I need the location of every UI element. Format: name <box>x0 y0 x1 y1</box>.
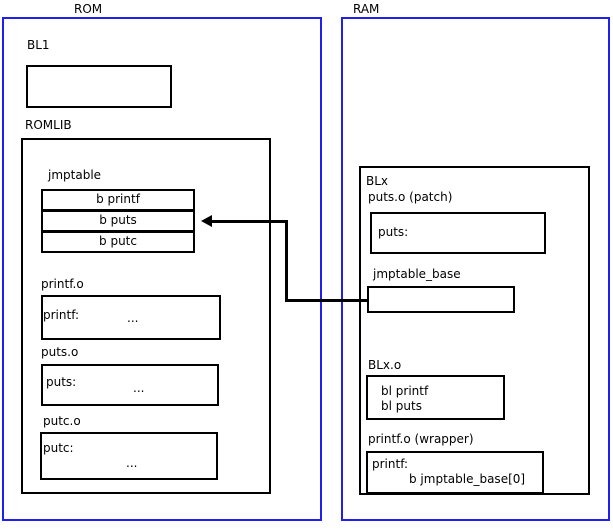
putc-o-label: putc.o <box>43 414 81 428</box>
connector-segment-bottom <box>285 299 367 302</box>
jmptable-entry-printf: b printf <box>41 189 195 211</box>
rom-region <box>2 17 322 521</box>
romlib-label: ROMLIB <box>25 118 72 132</box>
printf-o-symbol: printf: <box>43 308 80 322</box>
printf-o-label: printf.o <box>41 277 84 291</box>
printf-wrapper-branch: b jmptable_base[0] <box>409 472 526 486</box>
puts-o-box <box>41 364 219 406</box>
blx-o-label: BLx.o <box>368 358 402 372</box>
blx-o-line-puts: bl puts <box>381 399 422 413</box>
jmptable-entry-putc: b putc <box>41 231 195 253</box>
jmptable-entry-puts: b puts <box>41 210 195 232</box>
printf-o-box <box>41 295 221 340</box>
putc-o-box <box>40 432 218 480</box>
bl1-label: BL1 <box>27 38 50 52</box>
blx-o-line-printf: bl printf <box>381 384 429 398</box>
connector-segment-top <box>211 220 288 223</box>
jmptable-label: jmptable <box>48 168 102 182</box>
printf-wrapper-symbol: printf: <box>372 457 409 471</box>
jmptable-base-box <box>367 286 515 313</box>
puts-o-body: ... <box>133 381 145 395</box>
jmptable-base-label: jmptable_base <box>373 267 461 281</box>
putc-o-symbol: putc: <box>43 441 74 455</box>
ram-region <box>341 17 610 521</box>
connector-segment-vertical <box>285 220 288 302</box>
puts-o-label: puts.o <box>41 345 79 359</box>
puts-patch-box <box>370 212 546 254</box>
putc-o-body: ... <box>126 456 138 470</box>
connector-arrowhead-icon <box>201 215 212 227</box>
puts-patch-symbol: puts: <box>378 225 409 239</box>
rom-region-title: ROM <box>74 2 103 16</box>
blx-label: BLx <box>366 174 389 188</box>
printf-o-body: ... <box>127 311 139 325</box>
puts-patch-label: puts.o (patch) <box>368 190 453 204</box>
puts-o-symbol: puts: <box>46 375 77 389</box>
printf-wrapper-box <box>366 451 544 494</box>
printf-wrapper-label: printf.o (wrapper) <box>368 432 474 446</box>
blx-o-box <box>366 375 505 420</box>
ram-region-title: RAM <box>353 2 380 16</box>
bl1-box <box>26 65 172 108</box>
